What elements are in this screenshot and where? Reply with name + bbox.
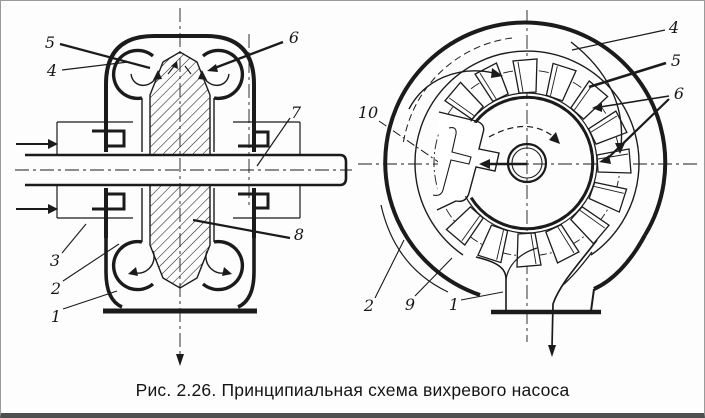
figure-caption: Рис. 2.26. Принципиальная схема вихревог… (135, 380, 570, 400)
callout-section-3: 3 (50, 251, 60, 270)
callout-front-4: 4 (668, 18, 679, 37)
discharge-scroll (475, 234, 647, 315)
section-axis-arrowhead (176, 354, 184, 366)
shaft (25, 153, 348, 187)
partition-block (432, 111, 500, 211)
callout-front-6: 6 (674, 84, 684, 103)
callout-front-10: 10 (358, 103, 378, 122)
outlet-flow-arrow (548, 239, 598, 357)
front-leaders (374, 29, 670, 301)
suction-arrow (479, 159, 527, 169)
casing-outer (383, 20, 668, 297)
casing-section (103, 34, 257, 314)
callout-section-6: 6 (289, 28, 299, 47)
scroll-outer-left (380, 204, 449, 293)
rotation-arrow (488, 126, 560, 144)
vortex-pump-diagram: 5 4 6 7 8 3 2 1 (15, 8, 701, 366)
channel-circulation-arrows (128, 61, 232, 276)
callout-section-4: 4 (46, 61, 57, 80)
casing-inner-edge (414, 50, 640, 256)
casing-hidden-edge (402, 37, 513, 146)
front-view: 4 5 6 10 2 9 1 (358, 10, 701, 357)
callout-section-7: 7 (291, 103, 302, 122)
suction-chambers (56, 121, 301, 219)
callout-front-5: 5 (671, 51, 681, 70)
seal-brackets (92, 129, 270, 211)
callout-section-8: 8 (294, 225, 304, 244)
callout-section-2: 2 (50, 279, 61, 298)
section-leaders (59, 40, 291, 310)
callout-front-9: 9 (405, 295, 415, 314)
section-view: 5 4 6 7 8 3 2 1 (15, 8, 352, 366)
channel-flow-arrows (408, 41, 625, 154)
callout-section-5: 5 (45, 33, 55, 52)
callout-front-2: 2 (363, 296, 374, 315)
inlet-flow-arrows (16, 139, 58, 214)
impeller-section (149, 51, 211, 289)
callout-front-1: 1 (449, 295, 459, 314)
callout-section-1: 1 (51, 307, 61, 326)
